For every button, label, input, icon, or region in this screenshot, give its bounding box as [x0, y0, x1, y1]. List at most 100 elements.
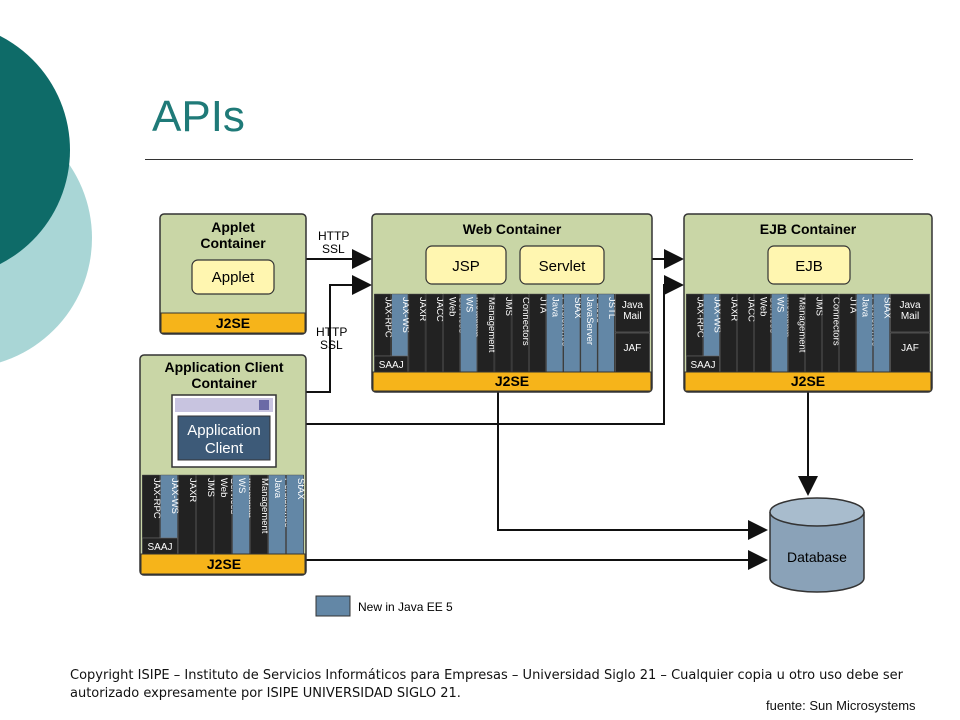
web-api-label: JavaServer — [584, 297, 595, 345]
web-api-stack: JAX-RPCJAX-WSJAXRJACCWebServicesWSMetada… — [374, 293, 650, 373]
web-javamail-label: Mail — [623, 311, 641, 322]
web-javamail-box — [615, 293, 650, 333]
app-client-api-label: Management — [259, 478, 270, 534]
ejb-api-label: Web — [758, 297, 769, 316]
app-client-api-label: JMS — [205, 478, 216, 497]
arrow-appclient-to-ejb — [306, 275, 684, 425]
ejb-api-label: Management — [797, 297, 808, 353]
web-saaj-label: SAAJ — [379, 360, 404, 371]
ejb-api-label: JAX-WS — [712, 297, 723, 333]
arrow-appclient-to-web — [306, 275, 372, 393]
applet-component-label: Applet — [212, 269, 255, 286]
web-api-label: JAX-WS — [400, 297, 411, 333]
protocol-label-1-line2: SSL — [322, 242, 345, 256]
ejb-api-label: StAX — [882, 297, 893, 319]
ejb-component-box — [767, 245, 851, 285]
web-api-label: WS — [464, 297, 475, 312]
applet-container-title-line1: Applet — [211, 219, 255, 235]
protocol-label-2-line2: SSL — [320, 338, 343, 352]
servlet-component-box — [519, 245, 605, 285]
ejb-jaf-label: JAF — [901, 343, 919, 354]
ejb-api-label: JAX-RPC — [695, 297, 706, 338]
database-cylinder-body — [769, 512, 865, 593]
app-client-saaj-label: SAAJ — [147, 542, 172, 553]
legend-label: New in Java EE 5 — [358, 600, 453, 614]
ejb-api-label: WS — [775, 297, 786, 312]
web-api-label: StAX — [572, 297, 583, 319]
app-client-api-label: JAXR — [187, 478, 198, 502]
web-api-label: JTA — [537, 297, 548, 314]
jsp-component-box — [425, 245, 507, 285]
app-client-api-label: JAX-RPC — [151, 478, 162, 519]
app-client-window-button — [259, 400, 269, 410]
web-j2se-label: J2SE — [495, 373, 529, 389]
applet-container-title-line2: Container — [200, 235, 266, 251]
app-client-api-label: JAX-WS — [169, 478, 180, 514]
app-client-api-stack: JAX-RPCJAX-WSJAXRJMSWebServicesWSMetadat… — [142, 474, 306, 555]
ejb-javamail-box — [890, 293, 930, 333]
ejb-api-label: JTA — [848, 297, 859, 314]
app-client-api-label: Java — [272, 478, 283, 499]
applet-container: Applet Container Applet J2SE — [159, 213, 307, 335]
servlet-component-label: Servlet — [539, 258, 587, 275]
slide-title: APIs — [152, 92, 245, 141]
web-api-label: JAX-RPC — [383, 297, 394, 338]
app-client-component-line1: Application — [187, 422, 260, 439]
app-client-title-line1: Application Client — [165, 359, 284, 375]
dark-teal-circle — [0, 35, 70, 265]
app-client-j2se-bar — [140, 553, 306, 575]
ejb-api-label: JAXR — [729, 297, 740, 321]
database-label: Database — [787, 549, 847, 565]
ejb-api-label: JMS — [814, 297, 825, 316]
web-javamail-label: Java — [622, 300, 644, 311]
web-api-label: Java — [550, 297, 561, 318]
protocol-label-2-line1: HTTP — [316, 325, 347, 339]
app-client-title-line2: Container — [191, 375, 257, 391]
ejb-api-label: Java — [860, 297, 871, 318]
applet-j2se-label: J2SE — [216, 315, 250, 331]
web-jaf-label: JAF — [624, 343, 642, 354]
ejb-api-label: Connectors — [831, 297, 842, 346]
app-client-api-label: Web — [218, 478, 229, 497]
title-divider — [145, 159, 913, 160]
web-j2se-bar — [372, 371, 652, 392]
ejb-jaf-box — [890, 332, 930, 373]
app-client-window-titlebar — [175, 398, 273, 412]
app-client-component-box — [177, 415, 271, 461]
web-api-label: Management — [486, 297, 497, 353]
ejb-saaj-label: SAAJ — [690, 360, 715, 371]
web-container-title: Web Container — [463, 221, 562, 237]
database: Database — [769, 497, 865, 593]
app-client-api-label: StAX — [295, 478, 306, 500]
legend-swatch — [315, 595, 351, 617]
app-client-api-label: WS — [236, 478, 247, 493]
web-api-label: Web — [446, 297, 457, 316]
ejb-api-stack: JAX-RPCJAX-WSJAXRJACCWebServicesWSMetada… — [686, 293, 930, 373]
ejb-api-label: JACC — [746, 297, 757, 322]
legend: New in Java EE 5 — [315, 595, 453, 617]
arrow-web-to-database — [497, 392, 768, 540]
web-api-label: JACC — [434, 297, 445, 322]
ejb-component-label: EJB — [795, 258, 823, 275]
copyright-notice: Copyright ISIPE – Instituto de Servicios… — [70, 668, 904, 701]
ejb-javamail-label: Java — [899, 300, 921, 311]
connections — [306, 249, 818, 570]
ejb-j2se-label: J2SE — [791, 373, 825, 389]
database-cylinder-top — [769, 497, 865, 527]
app-client-component-line2: Client — [205, 440, 244, 457]
web-jaf-box — [615, 332, 650, 373]
web-api-label: JAXR — [417, 297, 428, 321]
applet-j2se-bar — [160, 312, 306, 334]
source-credit: fuente: Sun Microsystems — [766, 698, 916, 713]
ejb-javamail-label: Mail — [901, 311, 919, 322]
web-api-label: JMS — [503, 297, 514, 316]
jsp-component-label: JSP — [452, 258, 480, 275]
ejb-container-title: EJB Container — [760, 221, 857, 237]
web-api-label: JSTL — [606, 297, 617, 319]
app-client-container: Application Client Container Application… — [139, 354, 307, 576]
app-client-j2se-label: J2SE — [207, 556, 241, 572]
applet-component-box — [191, 259, 275, 295]
